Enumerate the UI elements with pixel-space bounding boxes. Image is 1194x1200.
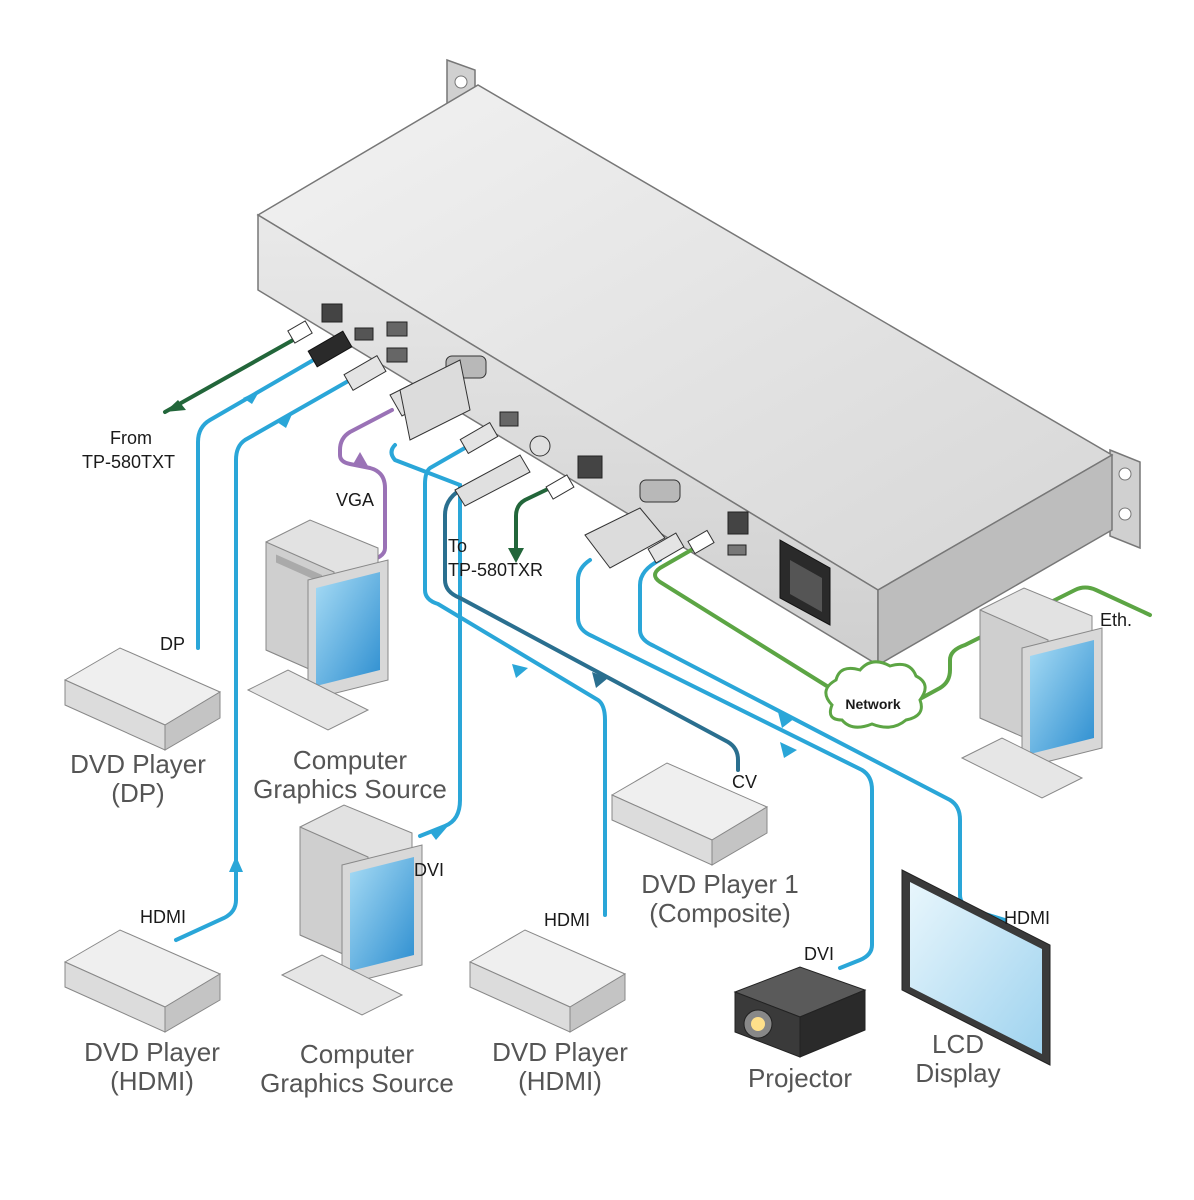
dp-label: DP	[160, 634, 186, 654]
lcd-display-caption: LCD Display	[888, 1029, 1028, 1089]
dvd-player-hdmi-mid-caption: DVD Player (HDMI)	[470, 1037, 650, 1097]
from-label: From	[110, 428, 152, 448]
caption-line: DVD Player 1	[641, 869, 799, 899]
caption-line: DVD Player	[492, 1037, 628, 1067]
caption-line: Graphics Source	[260, 1068, 454, 1099]
dvd-player-composite-caption: DVD Player 1 (Composite)	[620, 869, 820, 929]
caption-line: (HDMI)	[110, 1066, 194, 1097]
dvd-player-icon	[610, 762, 769, 866]
eth-label: Eth.	[1100, 610, 1133, 630]
caption-line: Computer	[292, 745, 408, 775]
caption-line: Display	[915, 1058, 1001, 1089]
vga-label: VGA	[336, 490, 375, 510]
hdmi-out-label: HDMI	[1004, 908, 1050, 928]
hdmi-label-left: HDMI	[140, 907, 186, 927]
computer-icon	[280, 804, 423, 1016]
power-socket-icon	[779, 539, 831, 626]
caption-line: (Composite)	[649, 898, 791, 929]
projector-icon	[733, 966, 867, 1058]
dvi-out-label: DVI	[804, 944, 835, 964]
dvd-player-icon	[63, 647, 222, 751]
to-device-label: TP-580TXR	[448, 560, 544, 580]
computer-icon	[246, 519, 389, 731]
network-label: Network	[845, 696, 900, 712]
caption-line: Projector	[747, 1063, 853, 1093]
computer-graphics-source-top-caption: Computer Graphics Source	[240, 745, 460, 805]
caption-line: (HDMI)	[518, 1066, 602, 1097]
caption-line: Computer	[299, 1039, 415, 1069]
caption-line: (DP)	[111, 778, 165, 809]
hdmi-label-mid: HDMI	[544, 910, 590, 930]
projector-caption: Projector	[720, 1063, 880, 1093]
lcd-display-icon	[901, 869, 1051, 1066]
network-cloud-icon: Network	[824, 660, 927, 729]
dvd-player-hdmi-left-caption: DVD Player (HDMI)	[62, 1037, 242, 1097]
caption-line: LCD	[931, 1029, 984, 1059]
computer-graphics-source-bottom-caption: Computer Graphics Source	[242, 1039, 472, 1099]
dvd-player-icon	[63, 929, 222, 1033]
to-label: To	[448, 536, 468, 556]
dvd-player-dp-caption: DVD Player (DP)	[48, 749, 228, 809]
from-device-label: TP-580TXT	[82, 452, 176, 472]
computer-icon	[960, 587, 1103, 799]
dvi-in-label: DVI	[414, 860, 445, 880]
main-unit-icon	[256, 58, 1141, 667]
dvd-player-icon	[468, 929, 627, 1033]
caption-line: DVD Player	[84, 1037, 220, 1067]
caption-line: Graphics Source	[253, 774, 447, 805]
caption-line: DVD Player	[70, 749, 206, 779]
cv-label: CV	[732, 772, 758, 792]
